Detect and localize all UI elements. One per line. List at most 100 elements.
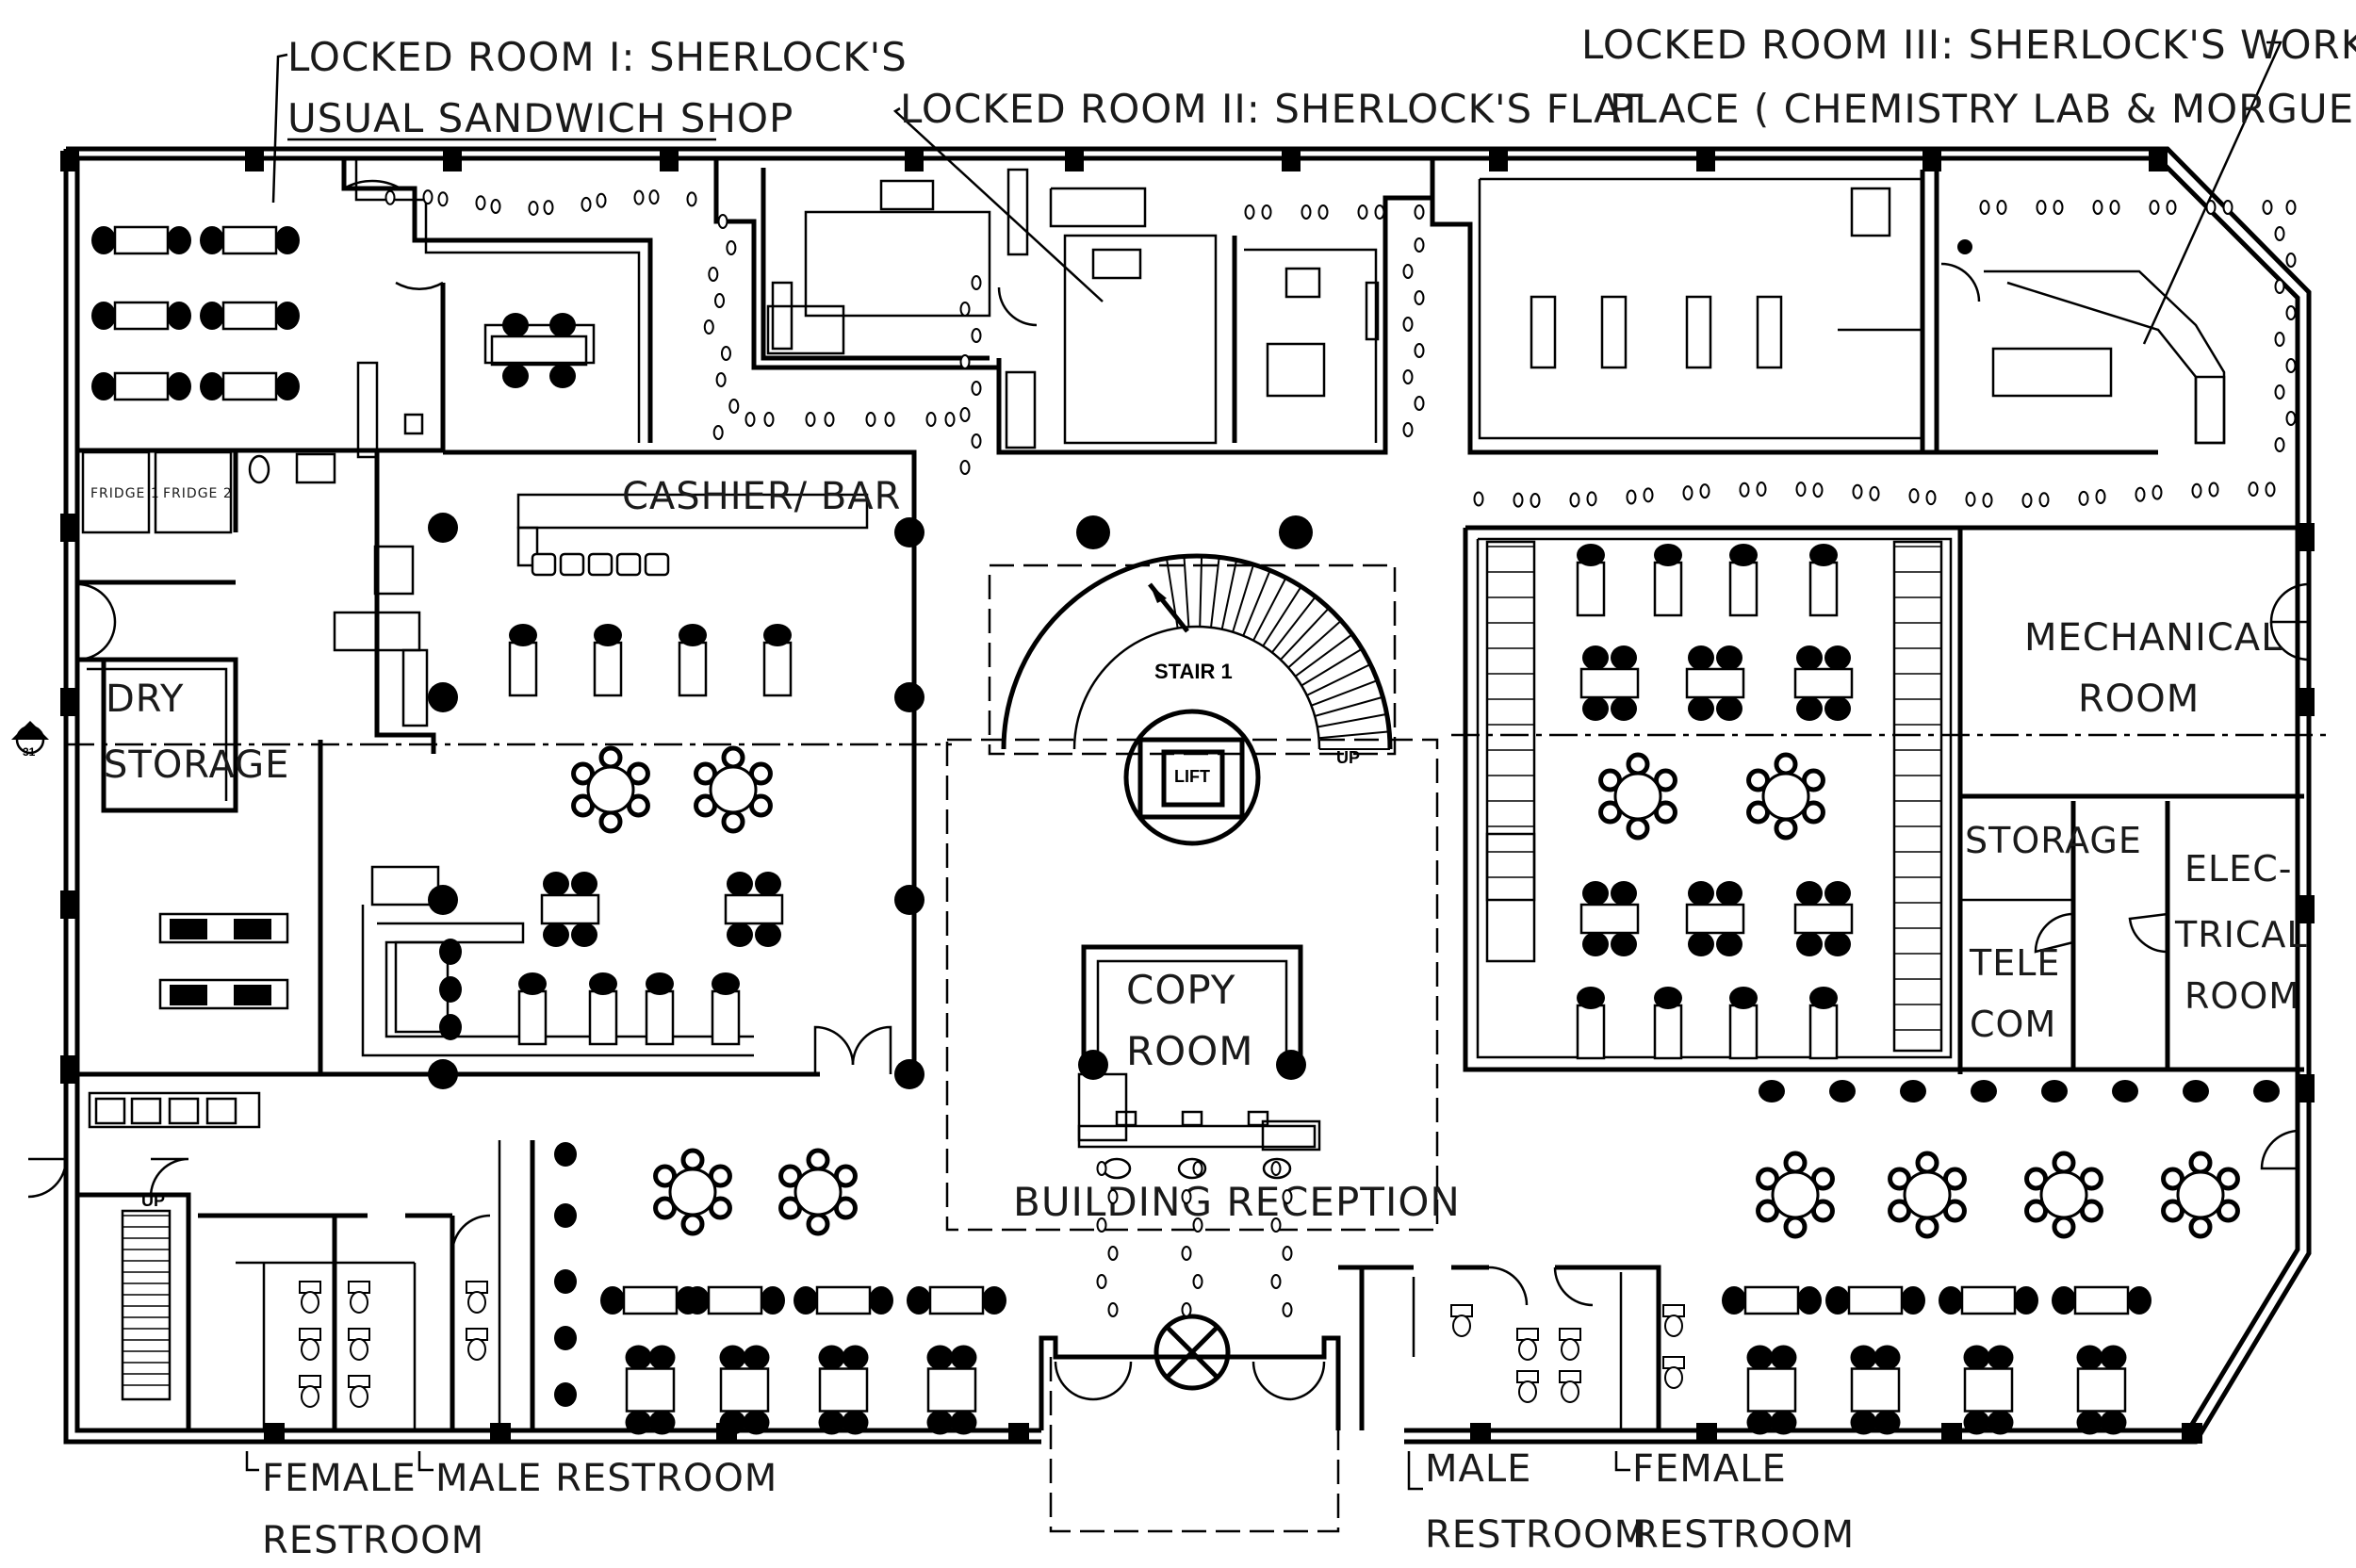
- footprint: [475, 195, 486, 211]
- footprint: [2274, 226, 2285, 241]
- round-table: [1756, 1151, 1835, 1239]
- chair: [439, 1014, 462, 1040]
- footprint: [712, 425, 724, 440]
- footprint: [2038, 492, 2050, 508]
- toilet: [1516, 1328, 1539, 1361]
- female-restroom-left-label-2: RESTROOM: [262, 1519, 484, 1562]
- cashier-bar-counter: [516, 493, 869, 530]
- chair: [1829, 1080, 1856, 1102]
- service-rooms: [1960, 582, 2310, 1072]
- section-marker-label: 31: [23, 745, 36, 759]
- bar-stool: [559, 552, 585, 577]
- round-table: [1598, 752, 1677, 841]
- footprint: [2205, 200, 2217, 215]
- dining-table: [91, 301, 191, 331]
- footprint: [2285, 253, 2297, 268]
- stair-tread: [1183, 556, 1190, 628]
- lift-label: LIFT: [1174, 767, 1210, 786]
- round-table: [778, 1148, 858, 1236]
- footprint: [805, 412, 816, 427]
- stair-2-treads: [123, 1215, 170, 1386]
- footprint: [2274, 437, 2285, 452]
- footprint: [2191, 482, 2202, 498]
- footprint: [1414, 290, 1425, 305]
- footprint: [1192, 1161, 1203, 1176]
- dining-table: [711, 972, 741, 1046]
- dining-table: [762, 624, 793, 697]
- footprint: [959, 354, 971, 369]
- stair-1-label: STAIR 1: [1154, 660, 1233, 683]
- dining-table: [719, 1345, 770, 1435]
- chair: [554, 1326, 577, 1350]
- column: [894, 682, 924, 712]
- stair-1-up-label: UP: [1336, 748, 1360, 767]
- footprint: [1414, 396, 1425, 411]
- dining-table: [1793, 881, 1854, 956]
- footprint: [1699, 483, 1710, 499]
- dining-table: [907, 1285, 1006, 1315]
- footprint: [2092, 200, 2103, 215]
- dining-table: [1728, 544, 1759, 617]
- footprint: [1192, 1217, 1203, 1233]
- chair: [554, 1203, 577, 1228]
- dining-table: [1576, 544, 1606, 617]
- footprint: [1192, 1274, 1203, 1289]
- footprint: [1282, 1302, 1293, 1317]
- toilet: [466, 1328, 488, 1361]
- footprint: [728, 399, 740, 414]
- dry-storage-label-1: DRY: [106, 678, 184, 721]
- stair-tread: [1242, 569, 1271, 637]
- footprint: [686, 191, 697, 207]
- leader-lines: [245, 41, 2282, 1491]
- office-area: [1463, 525, 2304, 1074]
- footprint: [2021, 492, 2033, 508]
- stair-tread: [1262, 585, 1302, 647]
- column: [894, 1059, 924, 1089]
- footprint: [1996, 200, 2007, 215]
- stair-tread: [1287, 619, 1342, 669]
- stair-tread: [1314, 695, 1383, 717]
- footprint: [2285, 200, 2297, 215]
- footprint: [2053, 200, 2064, 215]
- kitchen-area: FRIDGE 1 FRIDGE 2: [76, 448, 443, 813]
- footprint: [2265, 482, 2276, 498]
- sandwich-shop-room: [91, 158, 653, 459]
- column: [428, 513, 458, 543]
- footprint: [2109, 200, 2120, 215]
- locked-room-3-label-1: LOCKED ROOM III: SHERLOCK'S WORK: [1581, 22, 2356, 68]
- storage-label: STORAGE: [1965, 820, 2142, 861]
- sandwich-tables: [91, 225, 588, 401]
- sherlock-flat-room: [713, 158, 1435, 455]
- footprint: [925, 412, 937, 427]
- copy-room-label-1: COPY: [1126, 967, 1235, 1013]
- copy-room-label-2: ROOM: [1126, 1028, 1254, 1074]
- stair-treads: [1165, 556, 1390, 750]
- dining-table: [625, 1345, 676, 1435]
- footprint: [1908, 488, 1920, 504]
- footprint: [2166, 200, 2177, 215]
- dining-table: [678, 624, 708, 697]
- chair: [554, 1382, 577, 1407]
- footprint: [1096, 1161, 1107, 1176]
- office-furniture: [1487, 544, 1941, 1060]
- building-reception-label: BUILDING RECEPTION: [1013, 1179, 1461, 1225]
- mechanical-room-label-2: ROOM: [2078, 678, 2200, 721]
- stair-tread: [1220, 560, 1238, 629]
- footprint: [1282, 1246, 1293, 1261]
- chair: [1900, 1080, 1926, 1102]
- footprint: [971, 275, 982, 290]
- footprint: [1096, 1274, 1107, 1289]
- cafe-furniture: [428, 513, 924, 1089]
- electrical-label-1: ELEC-: [2184, 848, 2292, 890]
- copy-room-reception: [945, 738, 1439, 1232]
- stair-tread: [1317, 712, 1387, 728]
- footprint: [1270, 1274, 1282, 1289]
- stair-and-lift: STAIR 1 UP LIFT: [988, 515, 1397, 846]
- footprint: [1795, 482, 1807, 498]
- footprint: [1682, 485, 1693, 501]
- footprint: [1107, 1189, 1119, 1204]
- footprint: [2262, 200, 2273, 215]
- footprint: [648, 189, 660, 205]
- cafe-area: [320, 449, 924, 1089]
